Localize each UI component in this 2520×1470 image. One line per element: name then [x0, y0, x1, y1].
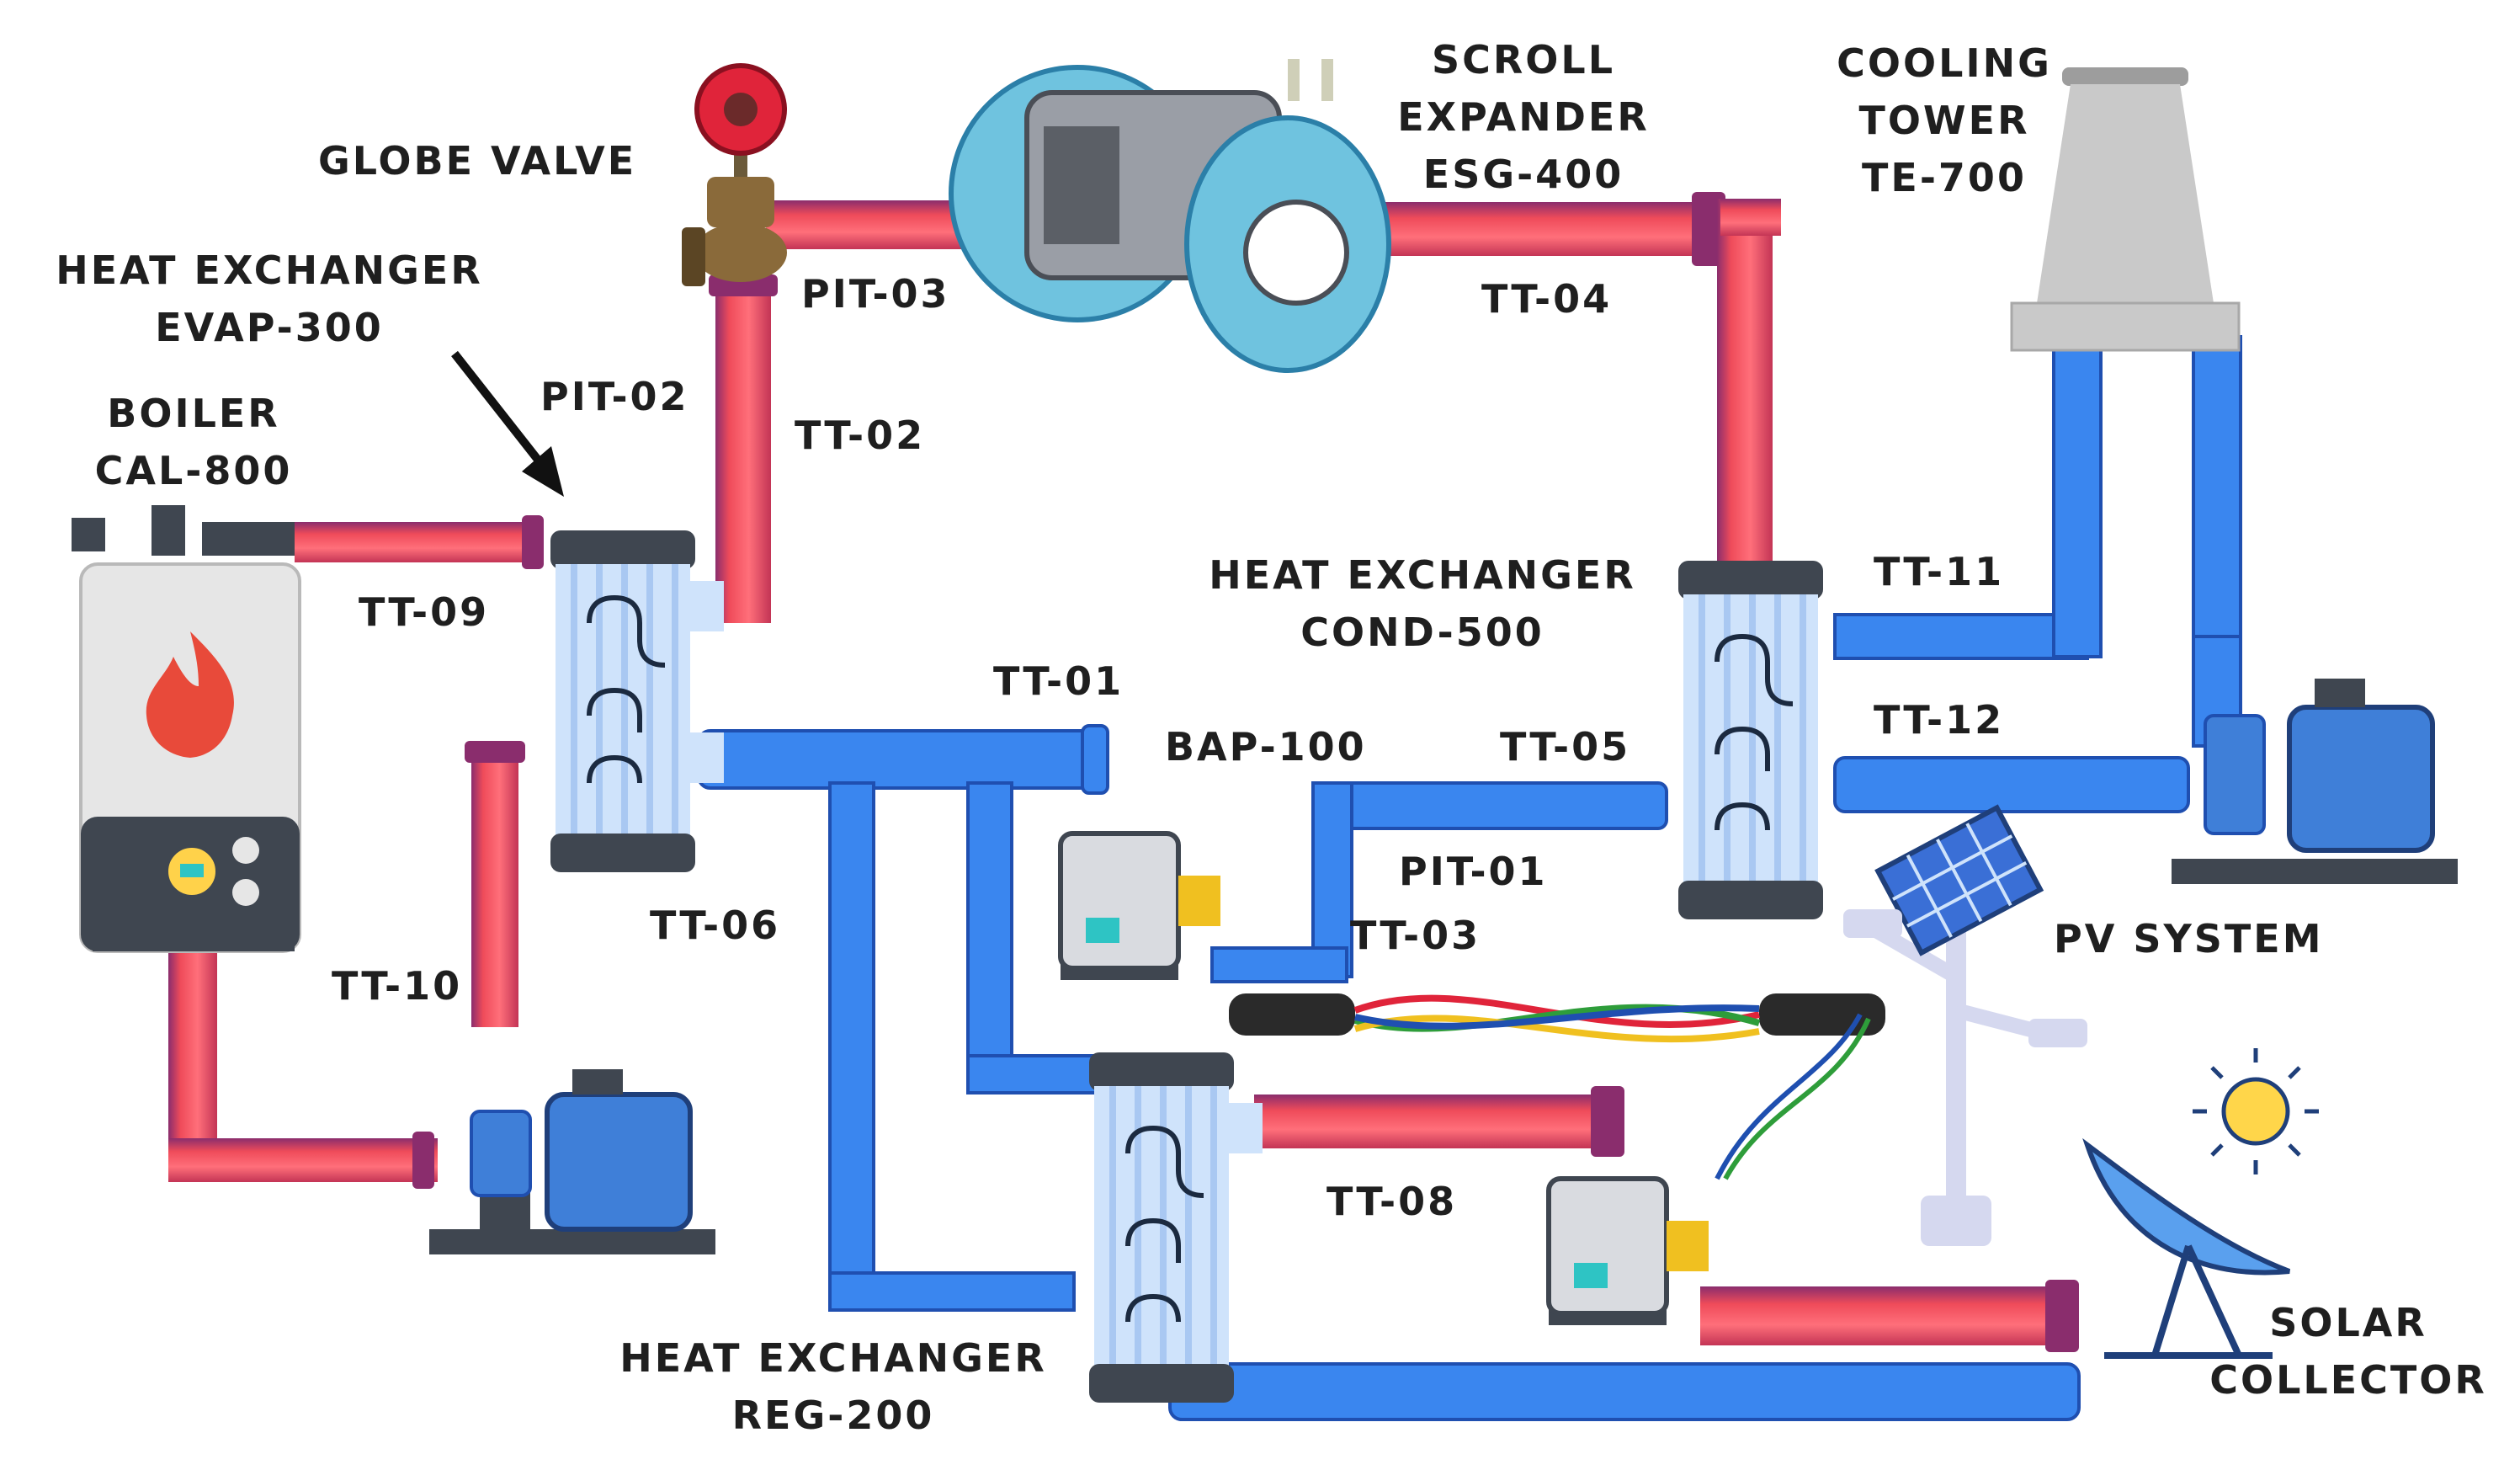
- reg-line-2: REG-200: [731, 1393, 935, 1438]
- label-tt-10: TT-10: [332, 963, 463, 1009]
- pump-main: [429, 1069, 715, 1254]
- label-heat-exchanger-evap: HEAT EXCHANGER EVAP-300: [17, 251, 522, 365]
- arrow-icon: [451, 350, 564, 497]
- pipe-tt08: [1254, 1095, 1624, 1148]
- label-pit-02: PIT-02: [540, 374, 689, 419]
- pv-system: [1843, 804, 2087, 1246]
- scroll-expander-line-2: EXPANDER: [1397, 94, 1650, 140]
- pipe-solar: [1700, 1286, 2071, 1345]
- cooling-tower-line-3: TE-700: [1862, 155, 2027, 200]
- evap-line-2: EVAP-300: [155, 305, 384, 350]
- label-tt-01: TT-01: [993, 658, 1124, 704]
- label-tt-03: TT-03: [1350, 913, 1481, 958]
- pipe-tt01: [697, 729, 1104, 790]
- label-pit-01: PIT-01: [1399, 849, 1548, 894]
- label-tt-05: TT-05: [1500, 724, 1631, 770]
- cooling-tower: [2010, 67, 2241, 352]
- pump-bap: [1058, 831, 1220, 980]
- boiler-line-1: BOILER: [107, 391, 280, 436]
- pipe-tt10: [471, 749, 518, 1027]
- flame-icon: [146, 631, 234, 758]
- heat-exchanger-evap: [550, 530, 724, 872]
- label-solar-collector: SOLAR COLLECTOR: [2180, 1303, 2517, 1418]
- reg-line-1: HEAT EXCHANGER: [619, 1335, 1047, 1381]
- label-tt-04: TT-04: [1481, 276, 1613, 322]
- solar-collector: [2082, 1048, 2319, 1359]
- cooling-tower-line-1: COOLING: [1837, 40, 2052, 86]
- pump-cond: [2172, 679, 2458, 884]
- label-tt-11: TT-11: [1874, 549, 2005, 594]
- pipe-tt03: [1311, 781, 1353, 978]
- label-pit-03: PIT-03: [801, 271, 950, 317]
- pump-solar: [1546, 1176, 1709, 1325]
- cooling-tower-line-2: TOWER: [1858, 98, 2030, 143]
- label-tt-02: TT-02: [795, 413, 926, 458]
- evap-line-1: HEAT EXCHANGER: [56, 248, 483, 293]
- label-heat-exchanger-reg: HEAT EXCHANGER REG-200: [581, 1339, 1086, 1453]
- scroll-expander-line-3: ESG-400: [1422, 152, 1624, 197]
- label-cooling-tower: COOLING TOWER TE-700: [1818, 44, 2071, 216]
- scroll-expander-line-1: SCROLL: [1431, 37, 1616, 83]
- boiler: [72, 505, 301, 953]
- label-heat-exchanger-cond: HEAT EXCHANGER COND-500: [1170, 556, 1675, 670]
- pipe-tt06: [828, 781, 875, 1290]
- label-tt-12: TT-12: [1874, 697, 2005, 743]
- label-bap-100: BAP-100: [1165, 724, 1367, 770]
- label-boiler: BOILER CAL-800: [59, 394, 328, 509]
- solar-line-2: COLLECTOR: [2209, 1357, 2487, 1403]
- cond-line-1: HEAT EXCHANGER: [1209, 552, 1636, 598]
- pipe-tt02: [715, 278, 771, 623]
- scroll-expander: [949, 59, 1391, 373]
- solar-line-1: SOLAR: [2269, 1300, 2427, 1345]
- label-globe-valve: GLOBE VALVE: [318, 138, 637, 184]
- heat-exchanger-cond: [1678, 561, 1823, 919]
- pipe-tt12: [1833, 756, 2190, 813]
- pipe-reg-return: [1168, 1362, 2081, 1421]
- pipe-tt09: [295, 522, 539, 562]
- label-tt-06: TT-06: [650, 903, 781, 948]
- sun-icon: [2221, 1077, 2290, 1146]
- boiler-line-2: CAL-800: [94, 448, 293, 493]
- pipe-tt04-down: [1717, 199, 1773, 569]
- electrical-cables: [1229, 993, 1885, 1180]
- cond-line-2: COND-500: [1300, 610, 1544, 655]
- cold-pipes: [697, 335, 2242, 1421]
- label-pv-system: PV SYSTEM: [2054, 916, 2324, 961]
- pipe-boiler-pump: [168, 1138, 438, 1182]
- pipe-tt11: [1833, 613, 2089, 660]
- label-tt-08: TT-08: [1326, 1179, 1458, 1224]
- globe-valve: [682, 63, 787, 286]
- solar-panel-icon: [1874, 804, 2044, 956]
- label-scroll-expander: SCROLL EXPANDER ESG-400: [1380, 40, 1667, 212]
- heat-exchanger-reg: [1089, 1052, 1263, 1403]
- label-tt-09: TT-09: [359, 589, 490, 635]
- pipe-tt05: [1311, 781, 1668, 830]
